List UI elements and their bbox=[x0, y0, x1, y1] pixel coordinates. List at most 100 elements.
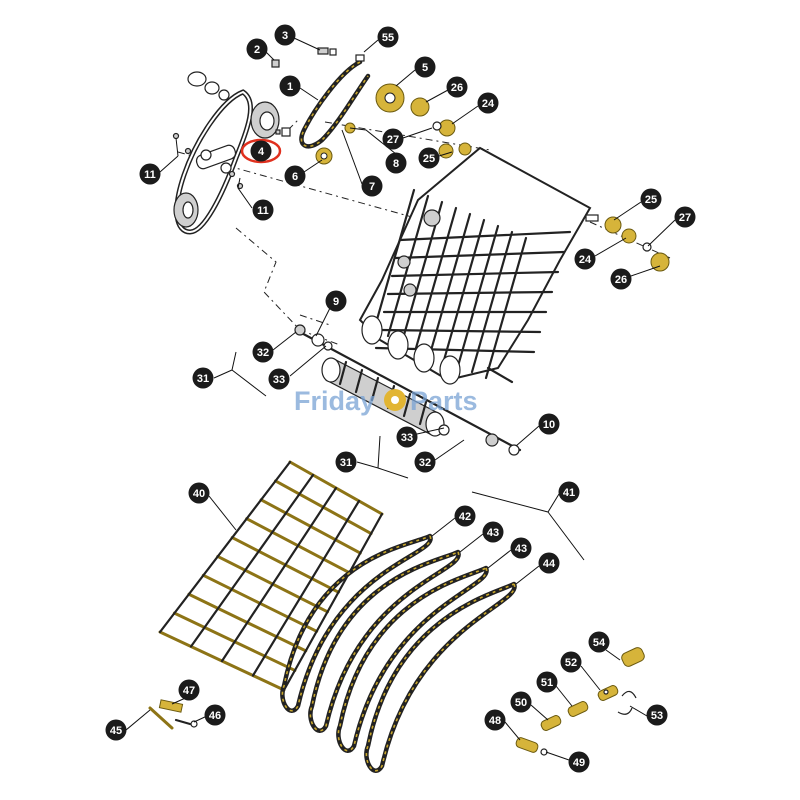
long-chain-highlight bbox=[281, 535, 432, 712]
callout-c55: 55 bbox=[377, 26, 399, 48]
callout-number: 43 bbox=[515, 543, 527, 555]
callout-c32a: 32 bbox=[252, 341, 274, 363]
callout-c26a: 26 bbox=[446, 76, 468, 98]
callout-c6: 6 bbox=[284, 165, 306, 187]
callout-c53: 53 bbox=[646, 704, 668, 726]
callout-c46: 46 bbox=[204, 704, 226, 726]
frame-slat bbox=[470, 230, 514, 374]
callout-c27a: 27 bbox=[382, 128, 404, 150]
callout-c4: 4 bbox=[250, 140, 272, 162]
callout-number: 8 bbox=[393, 158, 399, 170]
callout-c2: 2 bbox=[246, 38, 268, 60]
callout-c52: 52 bbox=[560, 651, 582, 673]
callout-number: 27 bbox=[387, 134, 399, 146]
frame-crossbar bbox=[394, 250, 566, 260]
top-hardware bbox=[271, 47, 472, 165]
frame-crossbar bbox=[390, 270, 560, 278]
callout-number: 26 bbox=[451, 82, 463, 94]
callout-number: 11 bbox=[257, 205, 269, 217]
callout-c41: 41 bbox=[558, 481, 580, 503]
drum-bar bbox=[338, 360, 348, 386]
callout-c25b: 25 bbox=[640, 188, 662, 210]
frame-crossbar bbox=[398, 230, 572, 242]
callout-c9: 9 bbox=[325, 290, 347, 312]
callout-c33b: 33 bbox=[396, 426, 418, 448]
callout-c8: 8 bbox=[385, 152, 407, 174]
callout-c27b: 27 bbox=[674, 206, 696, 228]
callout-number: 25 bbox=[423, 153, 435, 165]
callout-number: 50 bbox=[515, 697, 527, 709]
callout-number: 32 bbox=[257, 347, 269, 359]
callout-c45: 45 bbox=[105, 719, 127, 741]
frame-slat bbox=[372, 188, 416, 332]
callout-number: 33 bbox=[401, 432, 413, 444]
callout-number: 24 bbox=[482, 98, 495, 110]
drive-chain bbox=[299, 59, 371, 149]
callout-c3: 3 bbox=[274, 24, 296, 46]
callout-number: 54 bbox=[593, 637, 606, 649]
callout-c7: 7 bbox=[361, 175, 383, 197]
drum-bar bbox=[402, 392, 412, 418]
callout-number: 49 bbox=[573, 757, 585, 769]
callout-c32b: 32 bbox=[414, 451, 436, 473]
callout-number: 24 bbox=[579, 254, 592, 266]
drum-bar bbox=[370, 376, 380, 402]
callout-number: 31 bbox=[340, 457, 352, 469]
callout-number: 46 bbox=[209, 710, 221, 722]
frame-crossbar bbox=[378, 328, 542, 334]
long-chains bbox=[280, 533, 517, 773]
callout-number: 33 bbox=[273, 374, 285, 386]
callout-number: 48 bbox=[489, 715, 501, 727]
highlight-ring bbox=[240, 138, 282, 164]
frame-slat bbox=[456, 224, 500, 368]
callout-number: 2 bbox=[254, 44, 260, 56]
watermark-brand-b: Parts bbox=[410, 386, 478, 416]
grid-bed-chain bbox=[251, 499, 361, 677]
callout-c24a: 24 bbox=[477, 92, 499, 114]
chain-link-parts bbox=[515, 647, 645, 756]
drum-bar bbox=[354, 368, 364, 394]
long-chain-highlight bbox=[365, 583, 516, 772]
callout-c43a: 43 bbox=[482, 521, 504, 543]
callout-number: 10 bbox=[543, 419, 555, 431]
callout-number: 52 bbox=[565, 657, 577, 669]
callout-c47: 47 bbox=[178, 679, 200, 701]
straw-walker-frame bbox=[358, 146, 670, 385]
callout-number: 41 bbox=[563, 487, 575, 499]
callout-number: 31 bbox=[197, 373, 209, 385]
long-chain-highlight bbox=[309, 551, 460, 732]
callout-number: 27 bbox=[679, 212, 691, 224]
callout-number: 47 bbox=[183, 685, 195, 697]
callout-c11a: 11 bbox=[139, 163, 161, 185]
callout-number: 6 bbox=[292, 171, 298, 183]
callout-c31a: 31 bbox=[192, 367, 214, 389]
grid-bed-chain bbox=[220, 486, 338, 663]
callout-c24b: 24 bbox=[574, 248, 596, 270]
callout-number: 5 bbox=[422, 62, 428, 74]
leader-lines bbox=[125, 37, 676, 761]
callout-c51: 51 bbox=[536, 671, 558, 693]
callout-c49: 49 bbox=[568, 751, 590, 773]
callout-c50: 50 bbox=[510, 691, 532, 713]
callout-c1: 1 bbox=[279, 75, 301, 97]
grid-bed-40 bbox=[158, 460, 384, 692]
grid-bed-chain bbox=[158, 460, 292, 634]
callout-c31b: 31 bbox=[335, 451, 357, 473]
callout-c43b: 43 bbox=[510, 537, 532, 559]
callout-number: 1 bbox=[287, 81, 293, 93]
frame-slat bbox=[442, 218, 486, 362]
callout-number: 42 bbox=[459, 511, 471, 523]
callout-number: 3 bbox=[282, 30, 288, 42]
long-chain-highlight bbox=[337, 567, 488, 752]
callout-number: 53 bbox=[651, 710, 663, 722]
callout-number: 40 bbox=[193, 488, 205, 500]
callout-number: 55 bbox=[382, 32, 394, 44]
callout-c42: 42 bbox=[454, 505, 476, 527]
watermark: Friday Parts bbox=[294, 386, 478, 416]
callout-c5: 5 bbox=[414, 56, 436, 78]
callout-number: 7 bbox=[369, 181, 375, 193]
callout-number: 4 bbox=[258, 146, 265, 158]
callout-c33a: 33 bbox=[268, 368, 290, 390]
